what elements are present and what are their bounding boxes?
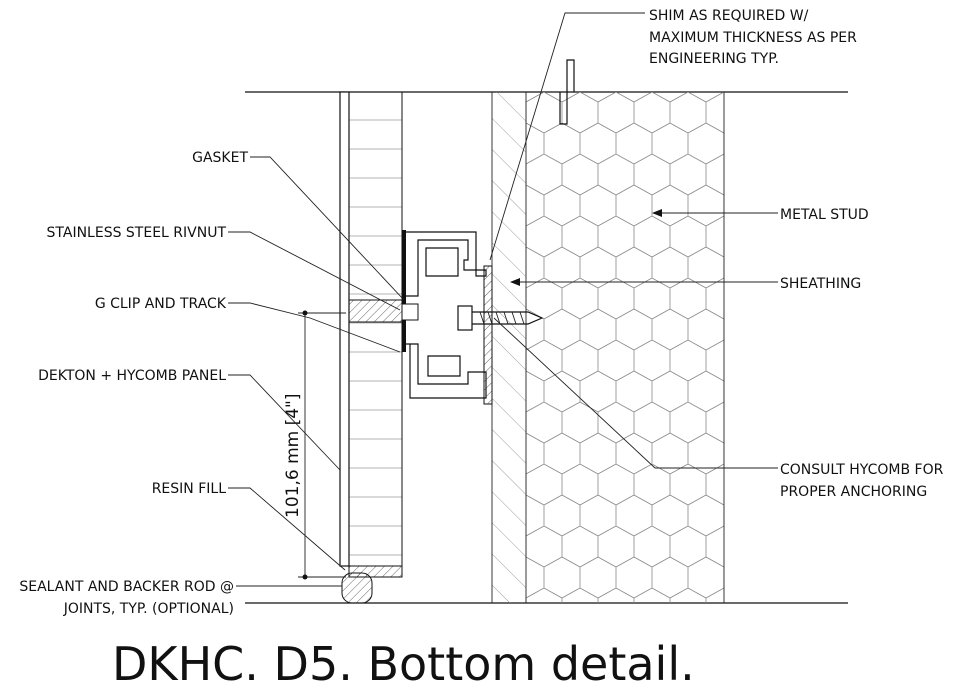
shim-label-line3: ENGINEERING TYP. xyxy=(649,51,779,67)
shim-label-line2: MAXIMUM THICKNESS AS PER xyxy=(649,30,857,46)
left-leaders xyxy=(228,156,405,587)
sheathing xyxy=(492,92,526,603)
rivnut-stem xyxy=(401,303,419,321)
metal-stud-label: METAL STUD xyxy=(780,207,869,223)
backing-plate xyxy=(483,265,493,405)
hycomb-core xyxy=(348,91,403,567)
drawing-title: DKHC. D5. Bottom detail. xyxy=(112,637,695,691)
gasket xyxy=(402,230,406,352)
bolt-head xyxy=(457,305,473,331)
gasket-label: GASKET xyxy=(192,150,248,166)
sealant-backer-rod xyxy=(341,572,373,604)
dimension-line xyxy=(298,310,346,580)
anchor-screw xyxy=(472,311,544,325)
g-clip-track xyxy=(406,231,487,399)
consult-label-line1: CONSULT HYCOMB FOR xyxy=(780,462,944,478)
dekton-face xyxy=(339,91,350,567)
right-leaders xyxy=(489,12,778,469)
sealant-label-line2: JOINTS, TYP. (OPTIONAL) xyxy=(63,601,234,617)
shim-label-line1: SHIM AS REQUIRED W/ xyxy=(649,8,809,24)
rivnut-body xyxy=(348,299,403,323)
consult-label-line2: PROPER ANCHORING xyxy=(780,484,927,500)
gclip-label: G CLIP AND TRACK xyxy=(95,296,227,312)
sheathing-label: SHEATHING xyxy=(780,276,861,292)
panel-label: DEKTON + HYCOMB PANEL xyxy=(38,368,226,384)
resin-label: RESIN FILL xyxy=(152,481,226,497)
dimension-text: 101,6 mm [4"] xyxy=(283,394,303,519)
metal-stud xyxy=(526,92,724,603)
shim xyxy=(559,59,575,125)
rivnut-label: STAINLESS STEEL RIVNUT xyxy=(47,225,227,241)
sealant-label-line1: SEALANT AND BACKER ROD @ xyxy=(19,579,234,595)
resin-fill-bottom xyxy=(348,565,403,578)
